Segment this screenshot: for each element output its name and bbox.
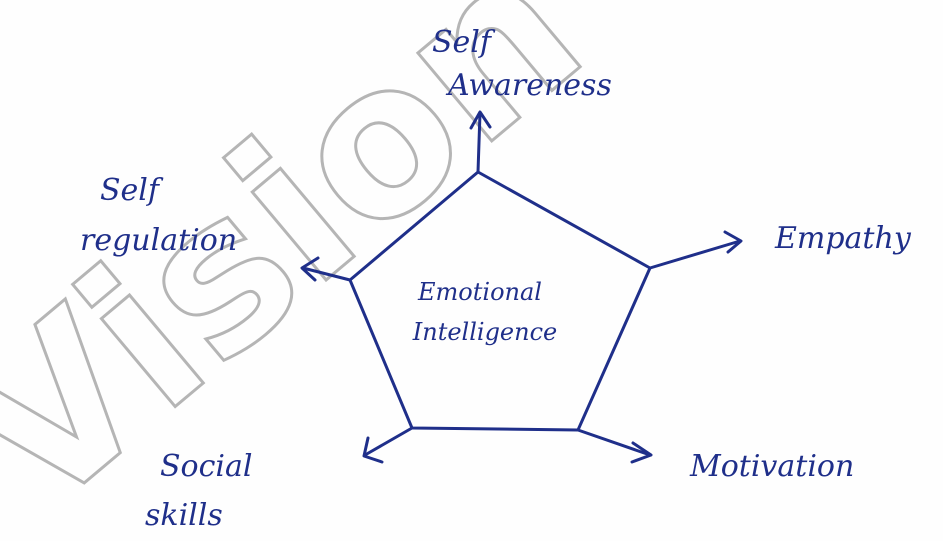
arrow-left xyxy=(300,256,352,282)
node-empathy: Empathy xyxy=(774,221,912,256)
arrow-bottom-left xyxy=(362,426,414,464)
node-motivation-line1: Motivation xyxy=(689,449,854,484)
node-social-skills-line2: skills xyxy=(145,498,223,533)
center-label-line1: Emotional xyxy=(417,278,542,306)
arrow-bottom-right xyxy=(576,428,653,464)
arrow-top xyxy=(469,110,492,174)
node-self-awareness-line2: Awareness xyxy=(445,68,612,103)
node-self-awareness-line1: Self xyxy=(432,25,496,60)
center-pentagon xyxy=(348,170,652,432)
node-motivation: Motivation xyxy=(689,449,854,484)
center-label-line2: Intelligence xyxy=(412,318,557,346)
node-social-skills: Social skills xyxy=(145,449,253,533)
node-self-regulation-line2: regulation xyxy=(80,223,237,258)
node-social-skills-line1: Social xyxy=(160,449,253,484)
node-self-awareness: Self Awareness xyxy=(432,25,612,103)
arrows xyxy=(300,110,743,464)
center-label: Emotional Intelligence xyxy=(412,278,557,346)
arrow-right xyxy=(648,230,743,270)
node-self-regulation-line1: Self xyxy=(100,173,164,208)
node-empathy-line1: Empathy xyxy=(774,221,912,256)
node-self-regulation: Self regulation xyxy=(80,173,237,258)
